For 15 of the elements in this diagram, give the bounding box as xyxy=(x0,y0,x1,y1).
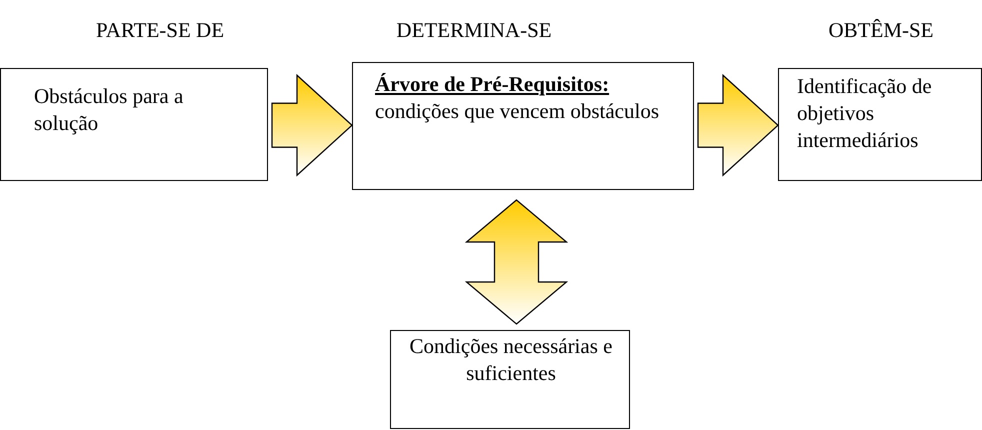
box-text: Condições necessárias e suficientes xyxy=(408,333,614,387)
box-text: condições que vencem obstáculos xyxy=(375,98,659,125)
box-text: Obstáculos para a solução xyxy=(34,83,184,137)
column-heading: DETERMINA-SE xyxy=(396,18,552,42)
block-arrow xyxy=(464,199,568,325)
block-arrow xyxy=(697,74,779,177)
block-arrow xyxy=(271,74,353,177)
box-text: Identificação de objetivos intermediários xyxy=(797,73,933,154)
column-heading: PARTE-SE DE xyxy=(96,18,224,42)
text-box xyxy=(778,68,982,181)
text-box xyxy=(352,62,694,190)
text-box xyxy=(390,330,630,429)
text-box xyxy=(0,68,268,181)
box-heading: Árvore de Pré-Requisitos: xyxy=(375,71,610,98)
column-heading: OBTÊM-SE xyxy=(828,18,934,42)
